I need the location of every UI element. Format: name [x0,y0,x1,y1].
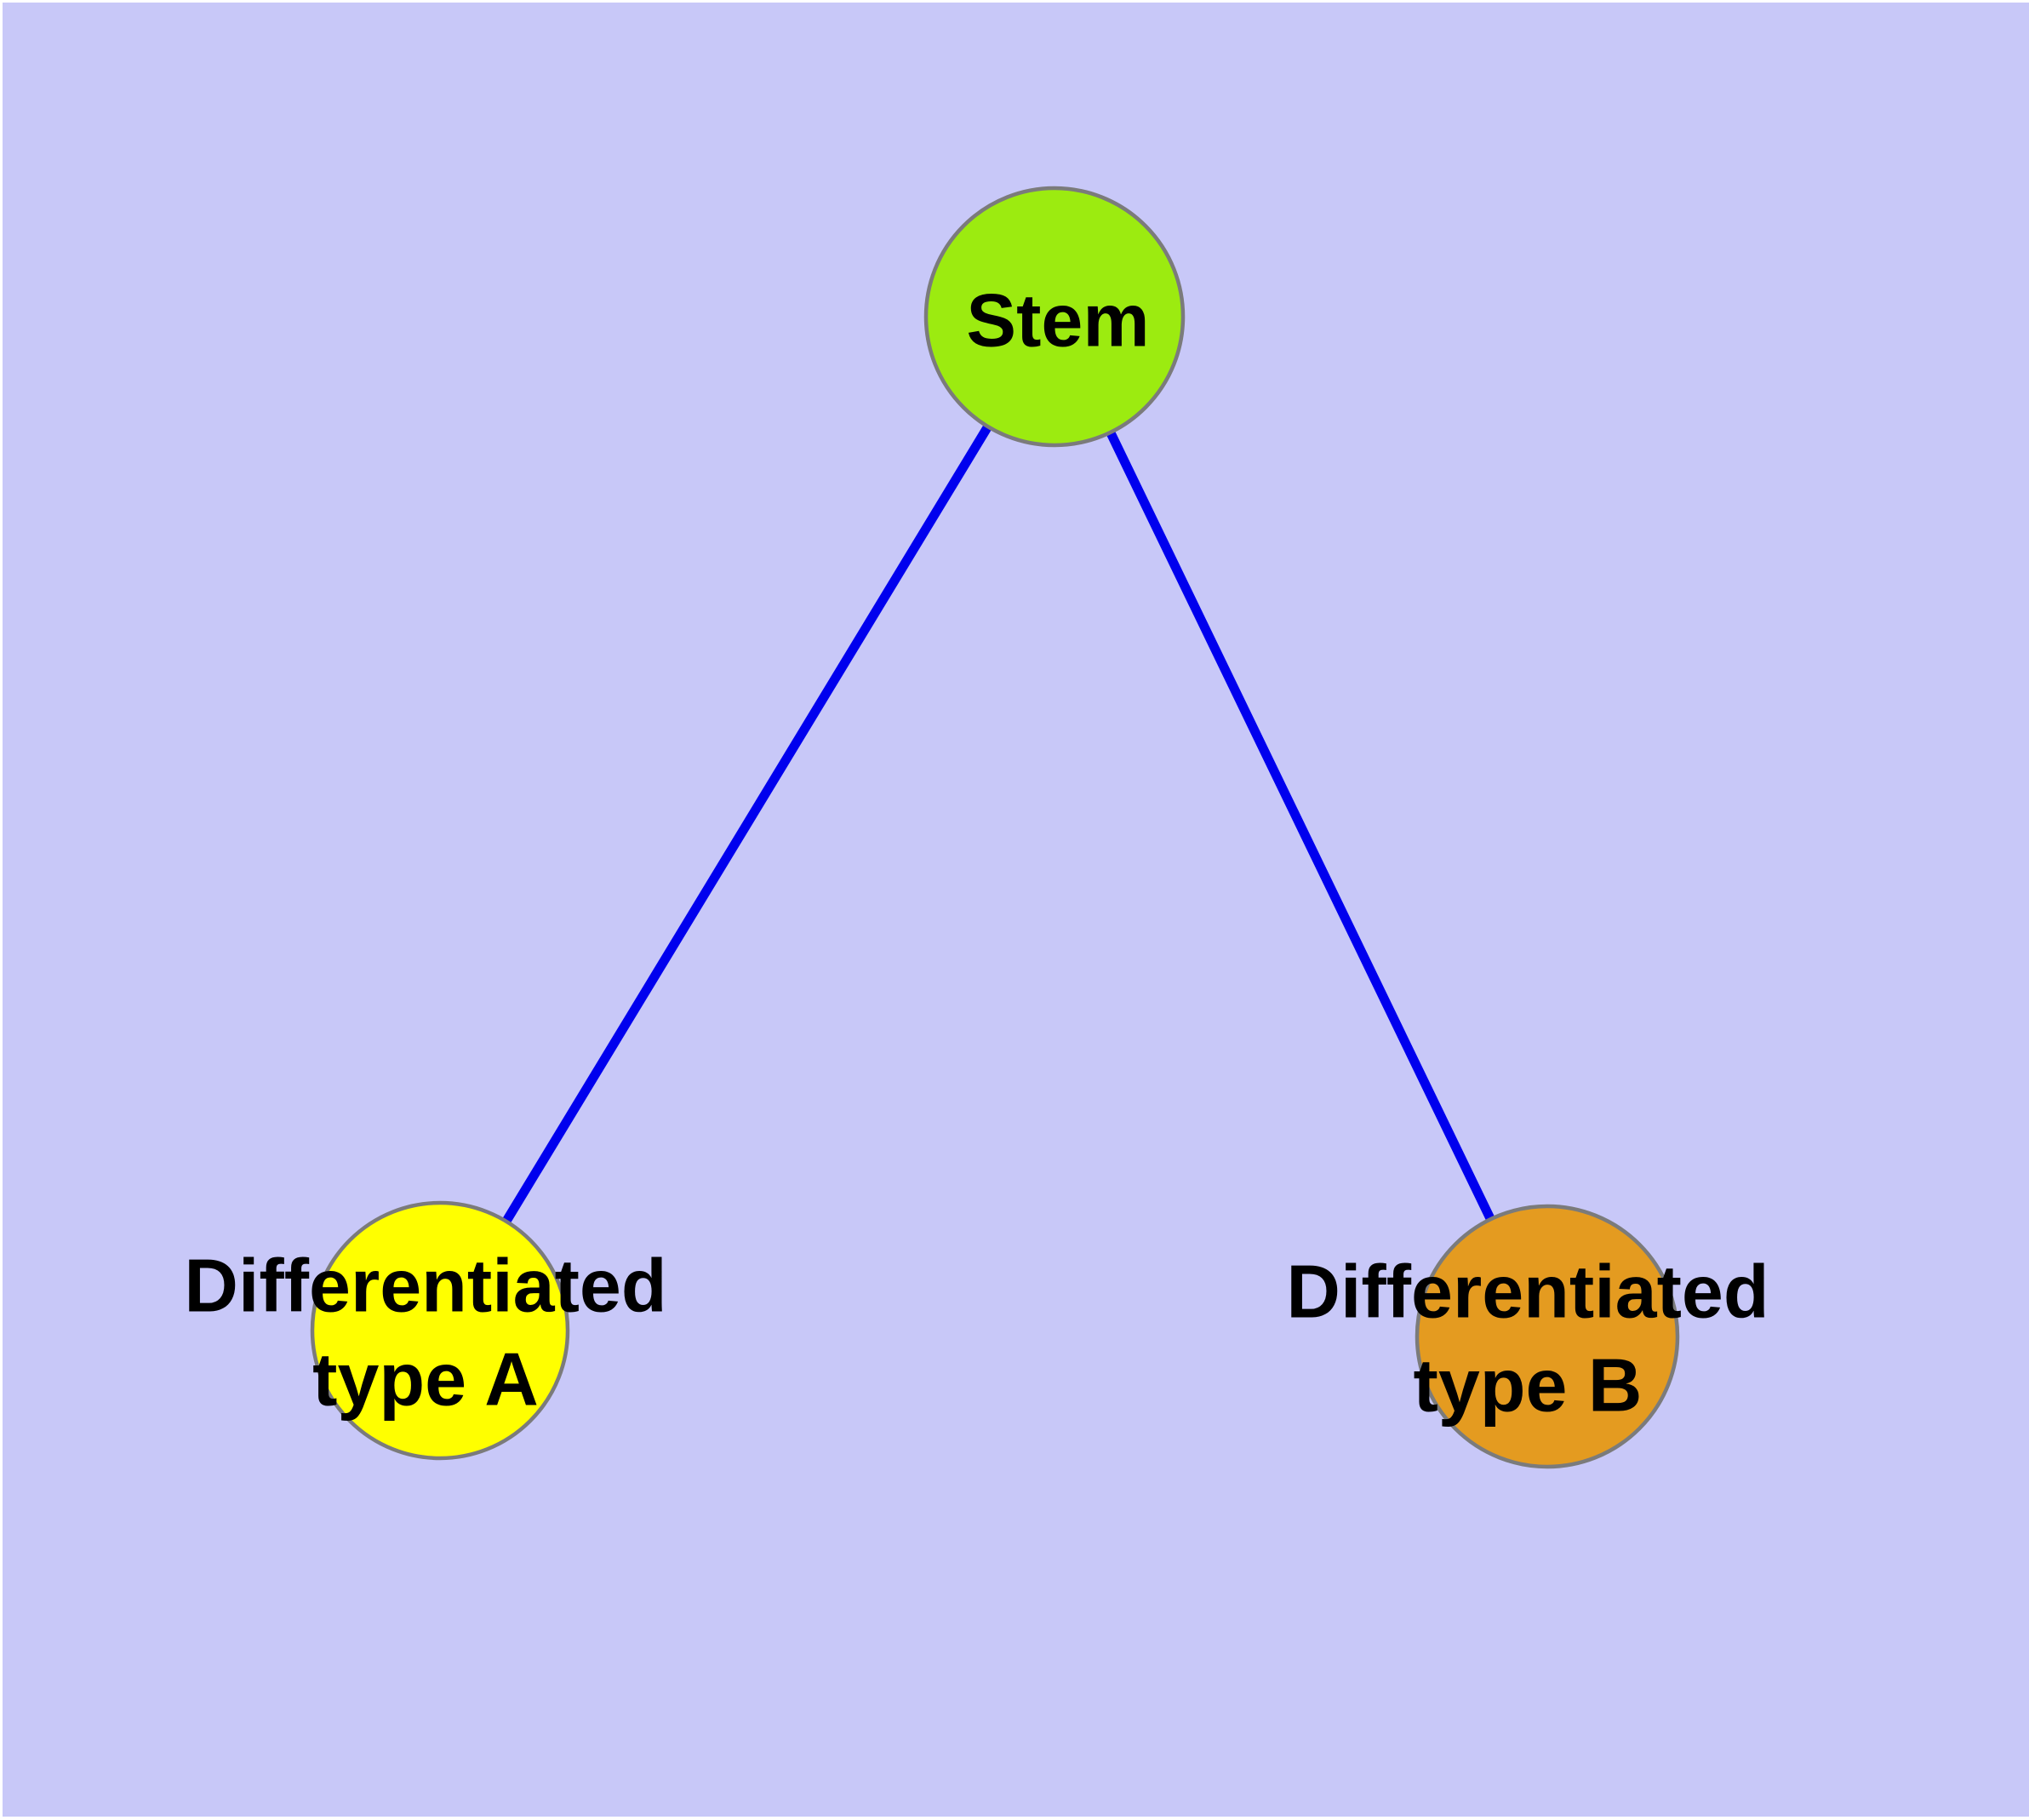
node-differentiated-type-b [1415,1204,1680,1469]
node-stem [923,186,1186,448]
edge-stem-to-type-a [436,314,1059,1333]
node-type-a-label-line1: Differentiated [184,1244,666,1328]
node-differentiated-type-a [310,1200,570,1461]
edge-stem-to-type-b [1050,314,1552,1339]
node-type-b-label-line1: Differentiated [1286,1250,1769,1334]
node-stem-label: Stem [966,278,1149,363]
node-type-a-label-line2: type A [312,1337,539,1422]
node-type-b-label-line2: type B [1414,1343,1643,1428]
